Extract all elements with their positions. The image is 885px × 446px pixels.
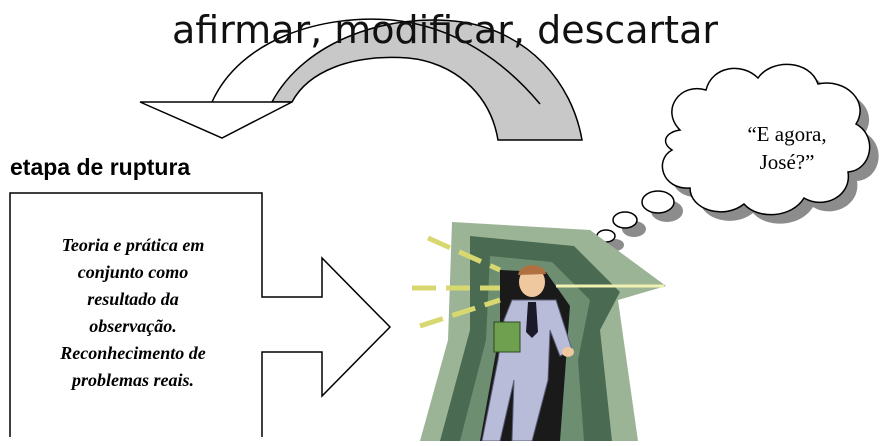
box-text-line: Teoria e prática em (61, 235, 205, 255)
man-in-tunnel-clipart (412, 222, 666, 442)
thought-text-line: José?” (759, 150, 815, 174)
box-text-line: problemas reais. (71, 370, 194, 390)
thought-text-line: “E agora, (747, 122, 827, 146)
thought-cloud-text: “E agora, José?” (712, 120, 862, 176)
box-text-line: conjunto como (77, 262, 189, 282)
right-block-arrow-icon (9, 192, 392, 437)
box-text-line: Reconhecimento de (60, 343, 206, 363)
down-arrow-icon (139, 101, 293, 139)
diagram-title: afirmar, modificar, descartar (171, 8, 718, 52)
box-text-line: resultado da (87, 289, 179, 309)
stage-label: etapa de ruptura (10, 154, 191, 180)
thought-cloud-icon (596, 63, 879, 251)
box-text-line: observação. (89, 316, 177, 336)
curved-arrow-icon (211, 18, 583, 141)
box-text: Teoria e prática em conjunto como result… (14, 232, 252, 394)
